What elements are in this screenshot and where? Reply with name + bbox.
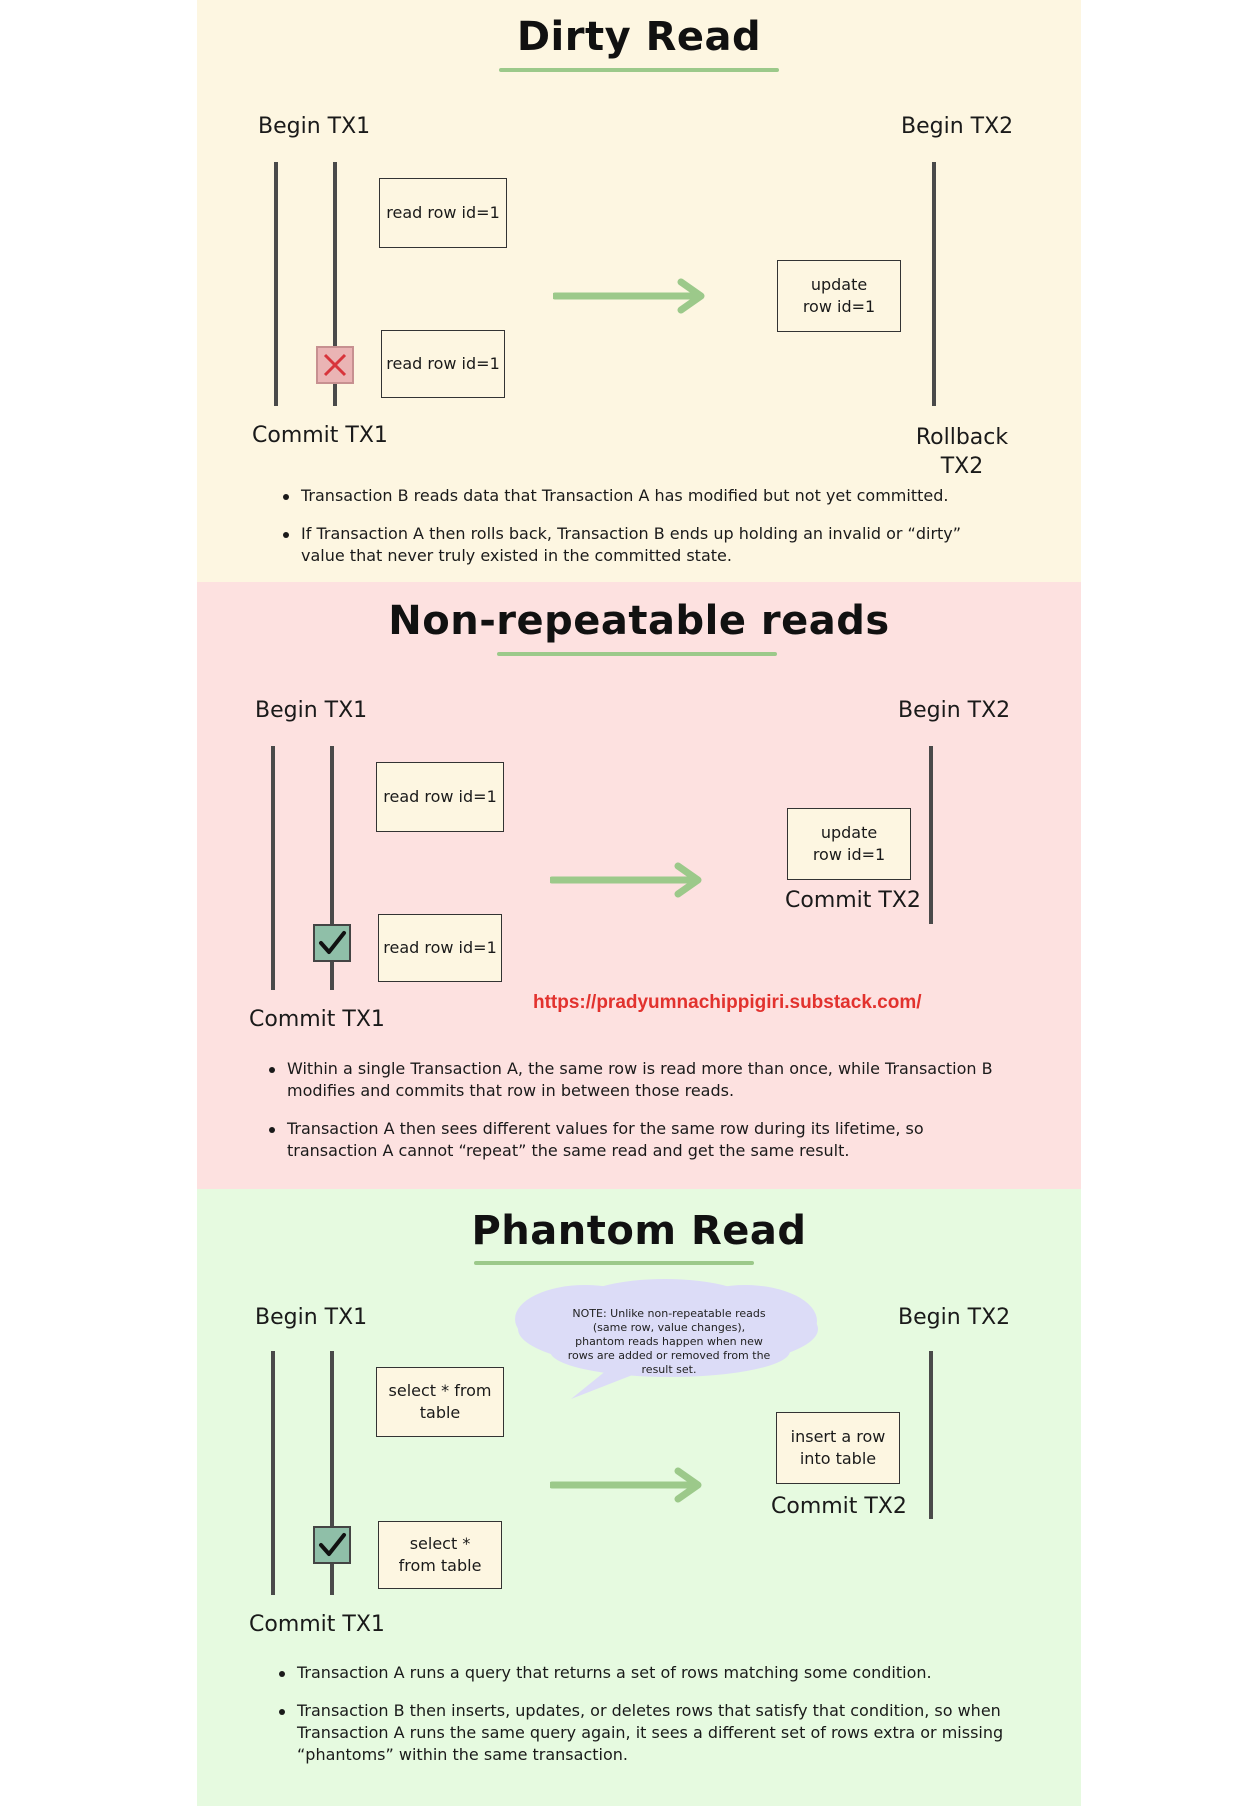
tx1-timeline-inner: [330, 1351, 334, 1595]
phantom-read-panel: Phantom Read Begin TX1 Begin TX2 NOTE: U…: [197, 1189, 1081, 1806]
phantom-note: NOTE: Unlike non-repeatable reads (same …: [567, 1307, 771, 1376]
arrow-right-icon: [550, 1467, 702, 1503]
dirty-read-title: Dirty Read: [516, 14, 762, 60]
bullet-item: Transaction B then inserts, updates, or …: [275, 1700, 1017, 1766]
tx1-timeline: [274, 162, 278, 406]
begin-tx2-label: Begin TX2: [898, 1305, 1011, 1330]
commit-tx1-label: Commit TX1: [252, 423, 388, 448]
non-repeatable-bullets: Within a single Transaction A, the same …: [265, 1058, 1017, 1178]
update-row-box: update row id=1: [787, 808, 911, 880]
select-box-1: select * from table: [376, 1367, 504, 1437]
begin-tx2-label: Begin TX2: [901, 114, 1014, 139]
non-repeatable-title: Non-repeatable reads: [388, 598, 890, 644]
dirty-read-bullets: Transaction B reads data that Transactio…: [279, 485, 999, 583]
dirty-read-panel: Dirty Read Begin TX1 Begin TX2 read row …: [197, 0, 1081, 582]
bullet-item: Within a single Transaction A, the same …: [265, 1058, 1017, 1102]
tx1-timeline: [271, 746, 275, 990]
rollback-tx2-label: Rollback TX2: [915, 425, 1009, 479]
tx2-timeline: [929, 1351, 933, 1519]
x-mark-icon: [316, 346, 354, 384]
substack-url[interactable]: https://pradyumnachippigiri.substack.com…: [533, 992, 922, 1013]
read-row-box-1: read row id=1: [376, 762, 504, 832]
title-underline: [497, 652, 777, 656]
arrow-right-icon: [553, 278, 705, 314]
begin-tx2-label: Begin TX2: [898, 698, 1011, 723]
begin-tx1-label: Begin TX1: [255, 1305, 368, 1330]
bullet-item: Transaction A runs a query that returns …: [275, 1662, 1017, 1684]
read-row-box-2: read row id=1: [381, 330, 505, 398]
bullet-item: Transaction B reads data that Transactio…: [279, 485, 999, 507]
bullet-item: Transaction A then sees different values…: [265, 1118, 1017, 1162]
begin-tx1-label: Begin TX1: [258, 114, 371, 139]
phantom-bullets: Transaction A runs a query that returns …: [275, 1662, 1017, 1782]
tx2-timeline: [932, 162, 936, 406]
tx1-timeline-inner: [333, 162, 337, 406]
arrow-right-icon: [550, 862, 702, 898]
check-mark-icon: [313, 1526, 351, 1564]
commit-tx1-label: Commit TX1: [249, 1007, 385, 1032]
title-underline: [499, 68, 779, 72]
insert-row-box: insert a row into table: [776, 1412, 900, 1484]
begin-tx1-label: Begin TX1: [255, 698, 368, 723]
tx1-timeline-inner: [330, 746, 334, 990]
speech-cloud-icon: [515, 1279, 818, 1399]
select-box-2: select * from table: [378, 1521, 502, 1589]
non-repeatable-panel: Non-repeatable reads Begin TX1 Begin TX2…: [197, 582, 1081, 1189]
tx2-timeline: [929, 746, 933, 924]
tx1-timeline: [271, 1351, 275, 1595]
check-mark-icon: [313, 924, 351, 962]
commit-tx2-label: Commit TX2: [771, 1494, 907, 1519]
bullet-item: If Transaction A then rolls back, Transa…: [279, 523, 999, 567]
title-underline: [474, 1261, 754, 1265]
phantom-read-title: Phantom Read: [471, 1208, 807, 1254]
read-row-box-2: read row id=1: [378, 914, 502, 982]
commit-tx1-label: Commit TX1: [249, 1612, 385, 1637]
commit-tx2-label: Commit TX2: [785, 888, 921, 913]
read-row-box-1: read row id=1: [379, 178, 507, 248]
update-row-box: update row id=1: [777, 260, 901, 332]
